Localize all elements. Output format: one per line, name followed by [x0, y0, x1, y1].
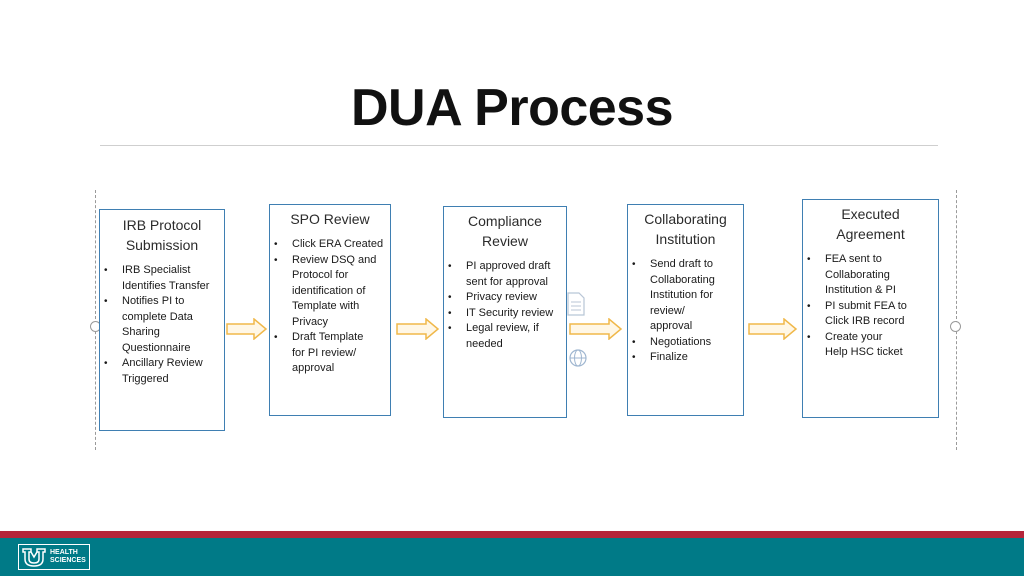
- step-bullet-line: for PI review/: [292, 346, 357, 359]
- document-icon: [567, 292, 585, 316]
- frame-left-edge: [95, 190, 96, 450]
- step-bullet-line: Send draft to: [650, 258, 713, 270]
- flow-arrow-1: [226, 318, 268, 340]
- title-divider: [100, 145, 938, 146]
- step-title-line: IRB Protocol: [122, 217, 202, 233]
- step-box-executed-agreement: ExecutedAgreementFEA sent to Collaboratin…: [802, 199, 939, 418]
- flow-arrow-2: [396, 318, 440, 340]
- step-bullet-line: Collaborating: [650, 273, 715, 286]
- logo-text-line-1: HEALTH: [50, 549, 78, 556]
- step-bullet-line: IT Security review: [466, 306, 554, 319]
- step-bullet-line: Sharing: [122, 326, 160, 338]
- step-title-line: Compliance: [468, 213, 542, 229]
- step-bullet-line: PI submit FEA to: [825, 299, 907, 312]
- step-bullet: PI approved draft sent for approval: [444, 259, 566, 290]
- step-bullet-line: review/: [650, 304, 685, 317]
- resize-handle-right[interactable]: [950, 321, 961, 332]
- step-bullet-line: Collaborating: [825, 268, 890, 281]
- step-bullet-line: Negotiations: [650, 335, 712, 348]
- unm-logo-icon: [22, 548, 46, 567]
- step-bullet-line: approval: [292, 362, 335, 374]
- step-bullet-line: Draft Template: [292, 331, 364, 343]
- logo-text-line-2: SCIENCES: [50, 557, 86, 564]
- step-bullet-line: Legal review, if: [466, 322, 539, 334]
- step-title-line: Institution: [655, 231, 716, 247]
- step-box-spo-review: SPO ReviewClick ERA CreatedReview DSQ an…: [269, 204, 391, 416]
- step-bullet: PI submit FEA to Click IRB record: [803, 299, 938, 330]
- step-title-line: Collaborating: [644, 211, 727, 227]
- step-title: SPO Review: [270, 209, 390, 229]
- frame-right-edge: [956, 190, 957, 450]
- step-bullet: IT Security review: [444, 306, 566, 322]
- step-bullet-line: IRB Specialist: [122, 264, 191, 276]
- step-bullet: Notifies PI to complete DataSharingQuesti…: [100, 294, 224, 356]
- step-bullet: Legal review, if needed: [444, 321, 566, 352]
- step-bullet-line: Identifies Transfer: [122, 279, 210, 292]
- step-bullet-line: complete Data: [122, 310, 193, 323]
- unm-health-sciences-logo: HEALTH SCIENCES: [18, 544, 90, 570]
- step-bullet-line: PI approved draft: [466, 260, 551, 272]
- step-box-irb-protocol: IRB ProtocolSubmissionIRB SpecialistIden…: [99, 209, 225, 431]
- step-box-collaborating-institution: CollaboratingInstitutionSend draft toCol…: [627, 204, 744, 416]
- step-bullet: Privacy review: [444, 290, 566, 306]
- step-bullet-line: Privacy review: [466, 291, 537, 303]
- step-bullet-line: Questionnaire: [122, 341, 191, 354]
- footer-accent-bar: [0, 531, 1024, 538]
- step-bullet-line: Institution for: [650, 289, 713, 301]
- step-bullet-line: Triggered: [122, 372, 169, 385]
- step-title-line: SPO Review: [290, 211, 370, 227]
- step-bullet-line: Review DSQ and: [292, 253, 377, 266]
- step-bullet-line: Protocol for: [292, 269, 349, 281]
- step-bullet-line: approval: [650, 320, 693, 332]
- step-bullet-line: Help HSC ticket: [825, 346, 903, 358]
- step-bullet-line: Notifies PI to: [122, 295, 185, 307]
- step-title-line: Submission: [125, 237, 199, 253]
- flow-arrow-3: [569, 318, 623, 340]
- page-title: DUA Process: [350, 79, 674, 137]
- step-bullet-line: Create your: [825, 330, 883, 343]
- step-bullet-line: Ancillary Review: [122, 357, 203, 369]
- step-bullet-line: sent for approval: [466, 275, 548, 288]
- step-bullet-list: PI approved draft sent for approvalPrivac…: [444, 259, 566, 352]
- globe-icon: [569, 349, 587, 367]
- step-bullet-line: needed: [466, 337, 503, 350]
- step-bullet-list: Click ERA CreatedReview DSQ andProtocol …: [270, 237, 390, 377]
- step-bullet: Draft Template for PI review/approval: [270, 330, 390, 377]
- step-bullet-line: Click ERA Created: [292, 238, 384, 250]
- step-bullet: Click ERA Created: [270, 237, 390, 253]
- step-bullet-line: Institution & PI: [825, 284, 896, 296]
- step-bullet-line: Click IRB record: [825, 315, 905, 327]
- step-title-line: Agreement: [836, 226, 905, 242]
- step-bullet: Finalize: [628, 350, 743, 366]
- step-title-line: Review: [482, 233, 528, 249]
- step-bullet-line: Privacy: [292, 315, 329, 328]
- step-bullet-line: Template with: [292, 300, 360, 312]
- footer-bar: [0, 538, 1024, 576]
- step-bullet-line: FEA sent to: [825, 253, 882, 265]
- step-bullet: Negotiations: [628, 335, 743, 351]
- step-bullet-line: Finalize: [650, 351, 688, 363]
- step-bullet-line: identification of: [292, 284, 366, 297]
- step-title-line: Executed: [841, 206, 900, 222]
- flow-arrow-4: [748, 318, 798, 340]
